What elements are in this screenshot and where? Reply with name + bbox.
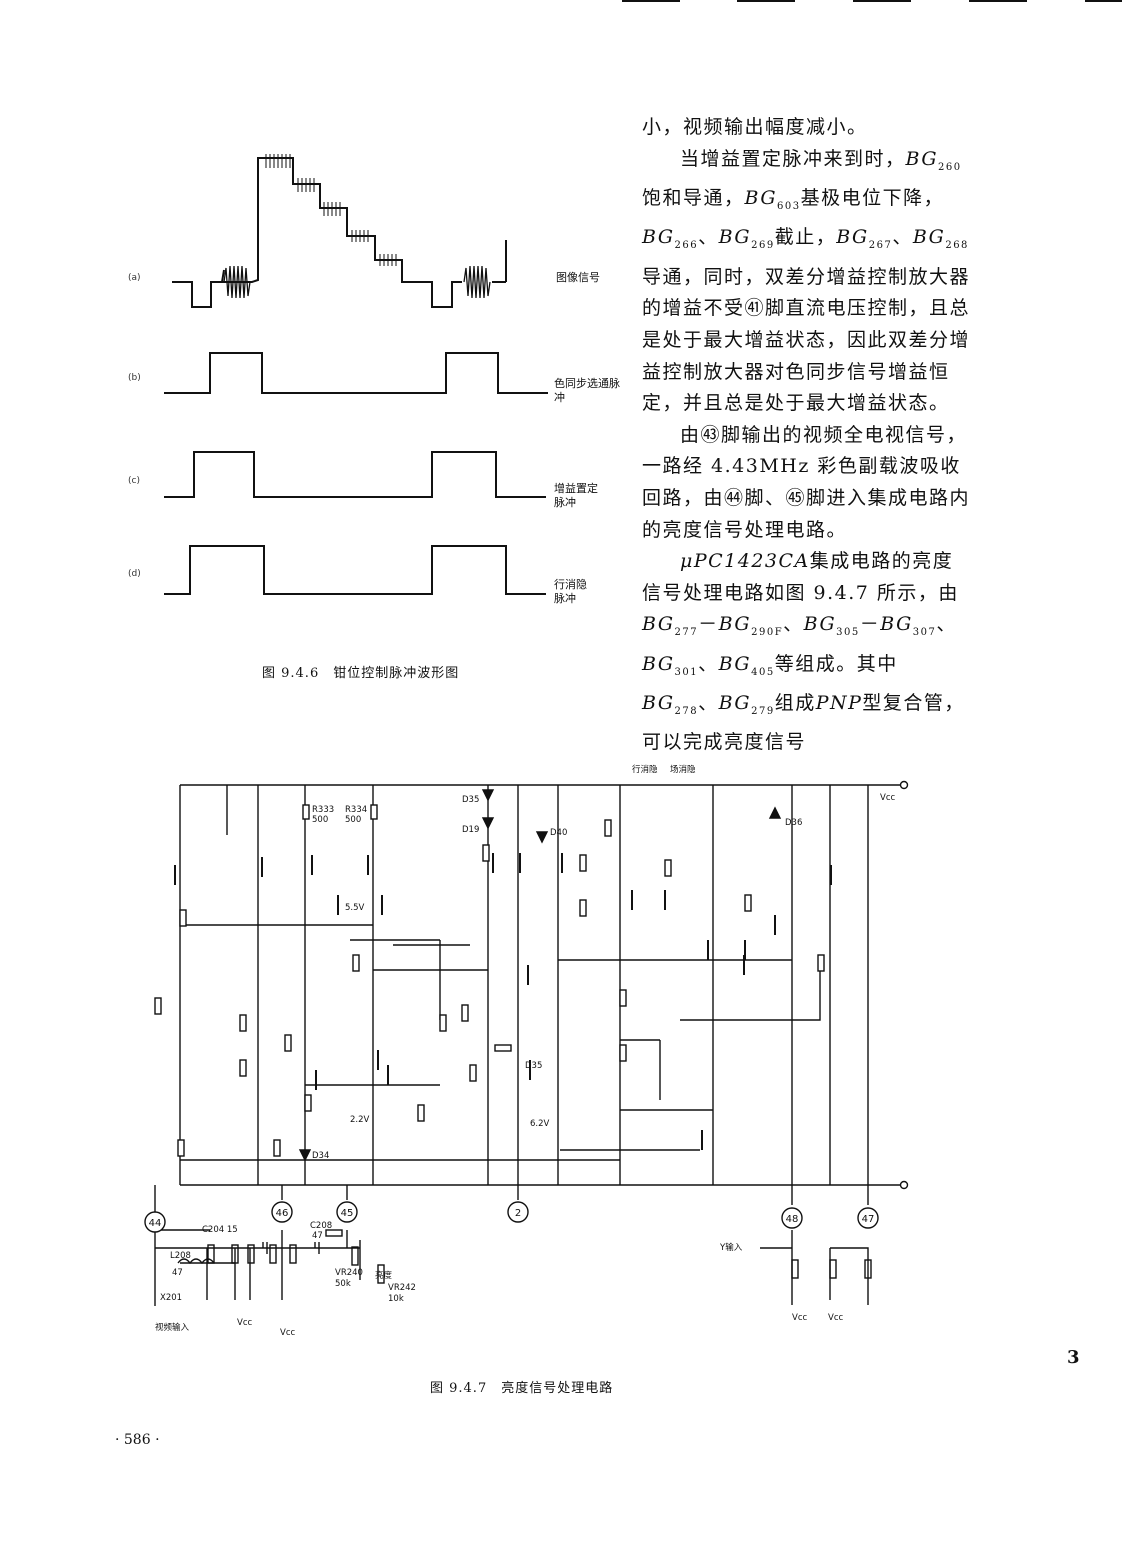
- header-rule: [853, 0, 911, 2]
- pin-48-label: 48: [786, 1214, 799, 1225]
- header-rule: [737, 0, 795, 2]
- label-vr242: VR242: [388, 1283, 416, 1293]
- schematic-figure: 44 46 45 2 48 47 R333 500 R334 500 D35 D…: [144, 764, 909, 1338]
- paragraph-1: 小，视频输出幅度减小。: [642, 116, 868, 138]
- label-brightness: 亮度: [375, 1270, 393, 1281]
- pin-44-label: 44: [149, 1218, 162, 1229]
- label-d35: D35: [462, 795, 479, 805]
- paragraph-4: μPC1423CA集成电路的亮度信号处理电路如图 9.4.7 所示，由BG277…: [642, 550, 965, 754]
- label-vr240: VR240: [335, 1268, 363, 1278]
- transistor-ref: BG307: [880, 613, 937, 639]
- label-vcc-4: Vcc: [280, 1328, 295, 1338]
- label-6-2v: 6.2V: [530, 1119, 550, 1129]
- header-rule: [969, 0, 1027, 2]
- transistor-ref: BG267: [836, 226, 893, 252]
- row-tag-c: (c): [128, 476, 140, 486]
- label-vcc-3: Vcc: [237, 1318, 252, 1328]
- label-vcc-rail: Vcc: [880, 793, 895, 803]
- row-tag-b: (b): [128, 373, 141, 383]
- transistor-ref: BG301: [642, 652, 699, 678]
- transistor-ref: BG268: [912, 226, 969, 252]
- transistor-ref: BG305: [803, 613, 860, 639]
- figure-946-caption: 图 9.4.6 钳位控制脉冲波形图: [262, 666, 460, 681]
- pin-46: [271, 1201, 293, 1223]
- transistor-ref: BG279: [718, 692, 775, 717]
- label-line-blank: 行消隐: [632, 764, 658, 775]
- pin-44: [144, 1211, 166, 1233]
- pin-45: [336, 1201, 358, 1223]
- row-label-b: 色同步选通脉冲: [554, 377, 620, 404]
- pin-47: [857, 1207, 879, 1229]
- row-tag-d: (d): [128, 569, 141, 579]
- transistor-ref: BG290F: [718, 613, 784, 639]
- row-label-d: 行消隐脉冲: [554, 578, 587, 605]
- pin-45-label: 45: [341, 1208, 354, 1219]
- part-ref: μPC1423CA: [680, 550, 810, 573]
- pin-2-label: 2: [515, 1208, 521, 1219]
- label-l208: L208: [170, 1251, 191, 1261]
- transistor-ref: BG603: [744, 186, 801, 212]
- figure-947-caption: 图 9.4.7 亮度信号处理电路: [430, 1381, 614, 1396]
- label-video-input: 视频输入: [155, 1322, 190, 1333]
- burst-a1: [223, 265, 251, 299]
- row-label-a: 图像信号: [556, 271, 600, 284]
- label-field-blank: 场消隐: [670, 764, 696, 775]
- label-5-5v: 5.5V: [345, 903, 365, 913]
- row-tag-a: (a): [128, 273, 141, 283]
- waveform-figure: (a) (b) (c) (d) 图像信号 色同步选通脉冲 增益置定脉冲 行消隐脉…: [128, 154, 620, 605]
- transistor-ref: BG269: [718, 226, 775, 252]
- label-x201: X201: [160, 1293, 182, 1303]
- label-l208-value: 47: [172, 1268, 183, 1278]
- label-2-2v: 2.2V: [350, 1115, 370, 1125]
- label-r334-value: 500: [345, 815, 361, 825]
- label-r333-value: 500: [312, 815, 328, 825]
- label-y-input: Y输入: [719, 1242, 743, 1253]
- pin-48: [781, 1207, 803, 1229]
- row-label-c: 增益置定脉冲: [554, 482, 598, 509]
- label-c204: C204 15: [202, 1225, 238, 1235]
- label-d36: D36: [785, 818, 802, 828]
- label-vcc-1: Vcc: [792, 1313, 807, 1323]
- body-text: 小，视频输出幅度减小。 当增益置定脉冲来到时，BG260饱和导通，BG603基极…: [642, 112, 972, 759]
- page-number: · 586 ·: [115, 1432, 160, 1448]
- label-d40: D40: [550, 828, 567, 838]
- pin-2: [507, 1201, 529, 1223]
- transistor-ref: BG277: [642, 613, 699, 639]
- paragraph-3: 由㊸脚输出的视频全电视信号，一路经 4.43MHz 彩色副载波吸收回路，由㊹脚、…: [642, 423, 971, 541]
- label-c208: C208: [310, 1221, 332, 1231]
- waveform-c: [164, 451, 546, 498]
- vcc-terminal: [899, 780, 909, 790]
- label-r333: R333: [312, 805, 334, 815]
- label-d19: D19: [462, 825, 479, 835]
- label-vcc-2: Vcc: [828, 1313, 843, 1323]
- waveform-a: [172, 157, 507, 308]
- label-c208-value: 47: [312, 1231, 323, 1241]
- label-d34: D34: [312, 1151, 329, 1161]
- label-vr242-value: 10k: [388, 1294, 404, 1304]
- header-rule: [1085, 0, 1122, 2]
- edge-page-number: 3: [1067, 1347, 1080, 1368]
- pin-47-label: 47: [862, 1214, 875, 1225]
- transistor-ref: BG266: [642, 226, 699, 252]
- transistor-ref: BG260: [905, 147, 962, 173]
- pin-46-label: 46: [276, 1208, 289, 1219]
- burst-a2: [463, 265, 491, 299]
- header-rule: [622, 0, 680, 2]
- paragraph-2: 当增益置定脉冲来到时，BG260饱和导通，BG603基极电位下降，BG266、B…: [642, 147, 971, 415]
- waveform-d: [164, 545, 546, 595]
- waveform-b: [164, 352, 548, 394]
- part-ref: PNP: [815, 692, 863, 715]
- label-vr240-value: 50k: [335, 1279, 351, 1289]
- label-r334: R334: [345, 805, 367, 815]
- label-d35b: D35: [525, 1061, 542, 1071]
- transistor-ref: BG278: [642, 692, 699, 717]
- transistor-ref: BG405: [718, 652, 775, 678]
